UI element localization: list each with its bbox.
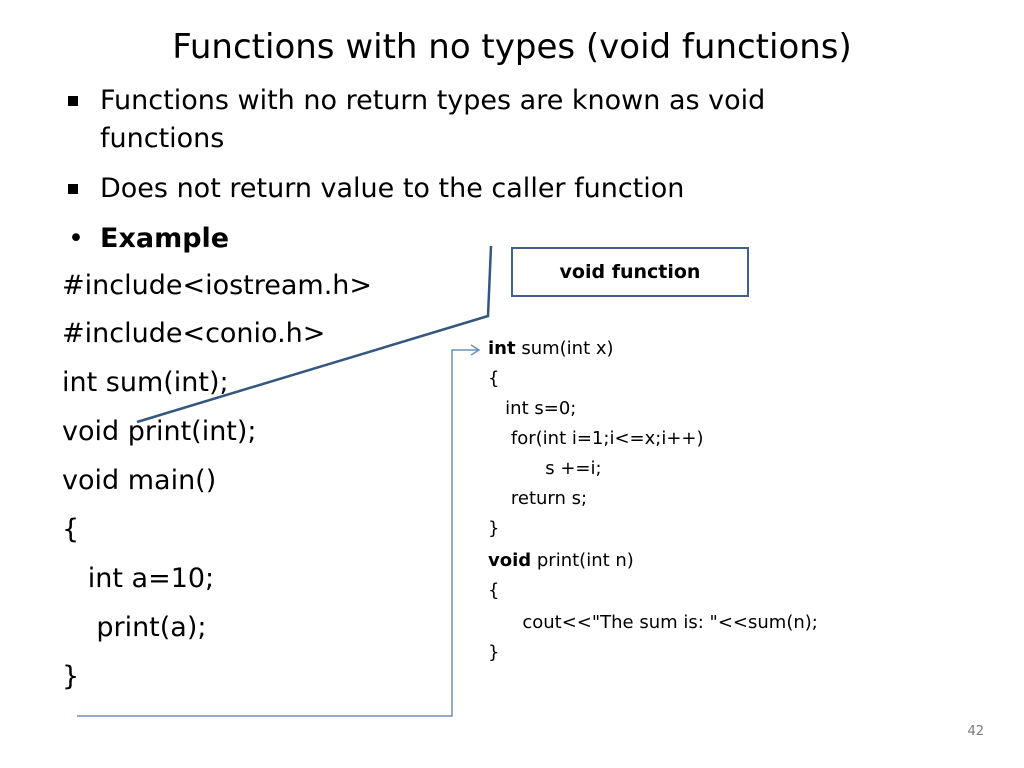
code-line: int sum(int x) [488,338,614,359]
bullet-text: Example [100,223,230,254]
code-line: #include<iostream.h> [62,270,373,301]
code-line: void main() [62,465,217,496]
code-line: int a=10; [62,563,215,594]
code-line: void print(int n) [488,550,634,571]
call-arrow-line [77,349,478,717]
keyword-void: void [488,550,532,571]
code-line: cout<<"The sum is: "<<sum(n); [488,612,818,633]
code-line: for(int i=1;i<=x;i++) [488,428,704,449]
code-line: print(a); [62,612,207,643]
dot-bullet-icon: • [68,223,84,254]
code-line: void print(int); [62,416,257,447]
callout-label: void function [559,261,701,283]
code-line: return s; [488,488,588,509]
code-line: int s=0; [488,398,577,419]
callout-connector-line [136,245,493,424]
slide-title: Functions with no types (void functions) [172,27,852,67]
keyword-int: int [488,338,516,359]
code-line: } [488,642,500,663]
code-line: { [62,514,80,545]
code-line: s +=i; [488,458,602,479]
code-line: { [488,580,500,601]
bullet-item: • Example [64,220,229,258]
code-line: { [488,368,500,389]
bullet-item: Does not return value to the caller func… [64,170,684,208]
square-bullet-icon [68,96,78,106]
code-line: #include<conio.h> [62,318,326,349]
arrow-head-icon [470,344,481,356]
page-number: 42 [967,724,984,739]
void-function-callout: void function [511,247,749,297]
bullet-text: Does not return value to the caller func… [100,173,685,204]
bullet-text: Functions with no return types are known… [100,85,766,154]
code-line: } [62,661,80,692]
code-line: } [488,518,500,539]
bullet-item: Functions with no return types are known… [64,82,884,158]
square-bullet-icon [68,184,78,194]
code-line: int sum(int); [62,367,229,398]
